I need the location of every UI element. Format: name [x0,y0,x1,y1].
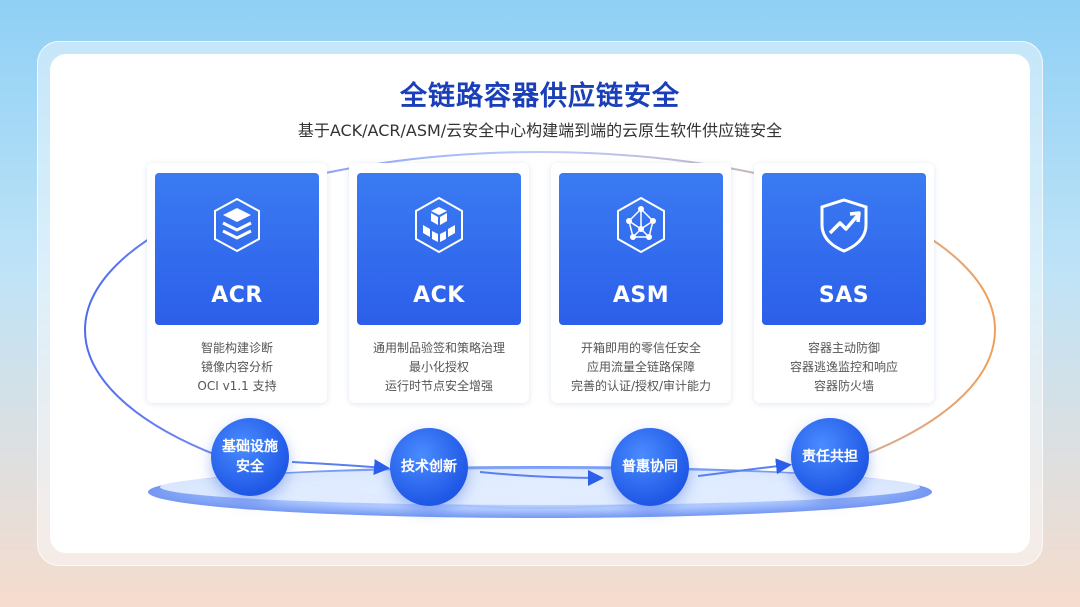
card-title: SAS [818,283,870,308]
card-line: 最小化授权 [408,360,469,374]
card-description: 开箱即用的零信任安全 应用流量全链路保障 完善的认证/授权/审计能力 [551,339,731,396]
network-icon [617,196,665,254]
card-header: ASM [559,173,723,325]
card-description: 容器主动防御 容器逃逸监控和响应 容器防火墙 [754,339,934,396]
card-line: 镜像内容分析 [200,360,273,374]
card-title: ASM [612,283,670,308]
card-header: ACR [155,173,319,325]
page-subtitle: 基于ACK/ACR/ASM/云安全中心构建端到端的云原生软件供应链安全 [297,121,783,140]
card-header: SAS [762,173,926,325]
card-line: OCI v1.1 支持 [197,379,277,393]
card-line: 应用流量全链路保障 [586,360,695,374]
card-title: ACR [211,283,263,308]
card-line: 容器防火墙 [813,379,874,393]
card-description: 通用制品验签和策略治理 最小化授权 运行时节点安全增强 [349,339,529,396]
page-title: 全链路容器供应链安全 [400,81,680,112]
card-header: ACK [357,173,521,325]
card-line: 运行时节点安全增强 [384,379,493,393]
card-line: 完善的认证/授权/审计能力 [570,379,712,393]
card-title: ACK [413,283,465,308]
flow-step-shared-responsibility: 责任共担 [791,418,869,496]
layers-icon [214,197,260,253]
card-line: 通用制品验签和策略治理 [372,341,505,355]
card-description: 智能构建诊断 镜像内容分析 OCI v1.1 支持 [147,339,327,396]
card-line: 智能构建诊断 [200,341,273,355]
card-asm: ASM 开箱即用的零信任安全 应用流量全链路保障 完善的认证/授权/审计能力 [551,163,731,403]
cubes-icon [415,196,463,254]
card-line: 开箱即用的零信任安全 [580,341,701,355]
card-acr: ACR 智能构建诊断 镜像内容分析 OCI v1.1 支持 [147,163,327,403]
card-ack: ACK 通用制品验签和策略治理 最小化授权 运行时节点安全增强 [349,163,529,403]
flow-step-infrastructure-security: 基础设施 安全 [211,418,289,496]
card-line: 容器逃逸监控和响应 [789,360,898,374]
shield-icon [820,198,868,253]
card-line: 容器主动防御 [807,341,880,355]
flow-step-tech-innovation: 技术创新 [390,428,468,506]
card-sas: SAS 容器主动防御 容器逃逸监控和响应 容器防火墙 [754,163,934,403]
flow-step-inclusive-collaboration: 普惠协同 [611,428,689,506]
